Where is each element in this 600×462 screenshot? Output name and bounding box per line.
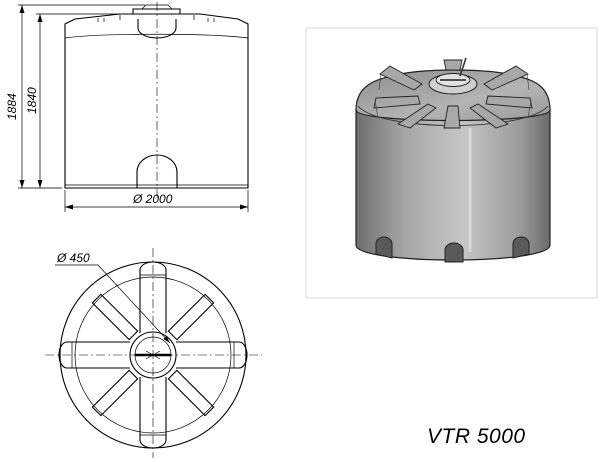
top-view: Ø 450	[45, 248, 262, 458]
dim-lid-arrow	[163, 336, 170, 343]
render-3d	[305, 27, 598, 299]
render-leg-right	[512, 236, 530, 259]
top-rib-south	[139, 377, 167, 449]
render-roof-ribs	[373, 59, 533, 129]
front-rib-marks	[97, 15, 215, 22]
dim-diameter-lines	[64, 190, 249, 212]
render-leg-left	[375, 236, 393, 259]
front-tank-outline	[64, 13, 249, 189]
top-lid-outer	[129, 331, 177, 379]
dim-height-overall-label: 1884	[5, 93, 19, 120]
top-rib-west	[58, 341, 130, 369]
render-frame	[305, 27, 598, 299]
dim-lid-label: Ø 450	[56, 251, 90, 265]
render-leg-center	[444, 242, 464, 263]
dim-diameter-label: Ø 2000	[132, 192, 173, 206]
dim-lid-leader	[55, 264, 171, 344]
dim-height-body-lines	[36, 13, 120, 188]
render-roof-rib-shadows	[374, 73, 532, 119]
top-diagonal-ribs	[91, 293, 215, 417]
front-lid	[132, 8, 181, 14]
top-rib-north	[139, 261, 167, 333]
top-rib-caps	[71, 274, 235, 436]
front-shoulder-line	[64, 33, 249, 39]
render-vent-pipe	[459, 57, 467, 77]
front-view: 1884 1840 Ø 2000	[5, 2, 249, 212]
dim-height-body-label: 1840	[25, 87, 39, 114]
top-rib-east	[176, 341, 248, 369]
top-lid-handle	[134, 350, 172, 360]
